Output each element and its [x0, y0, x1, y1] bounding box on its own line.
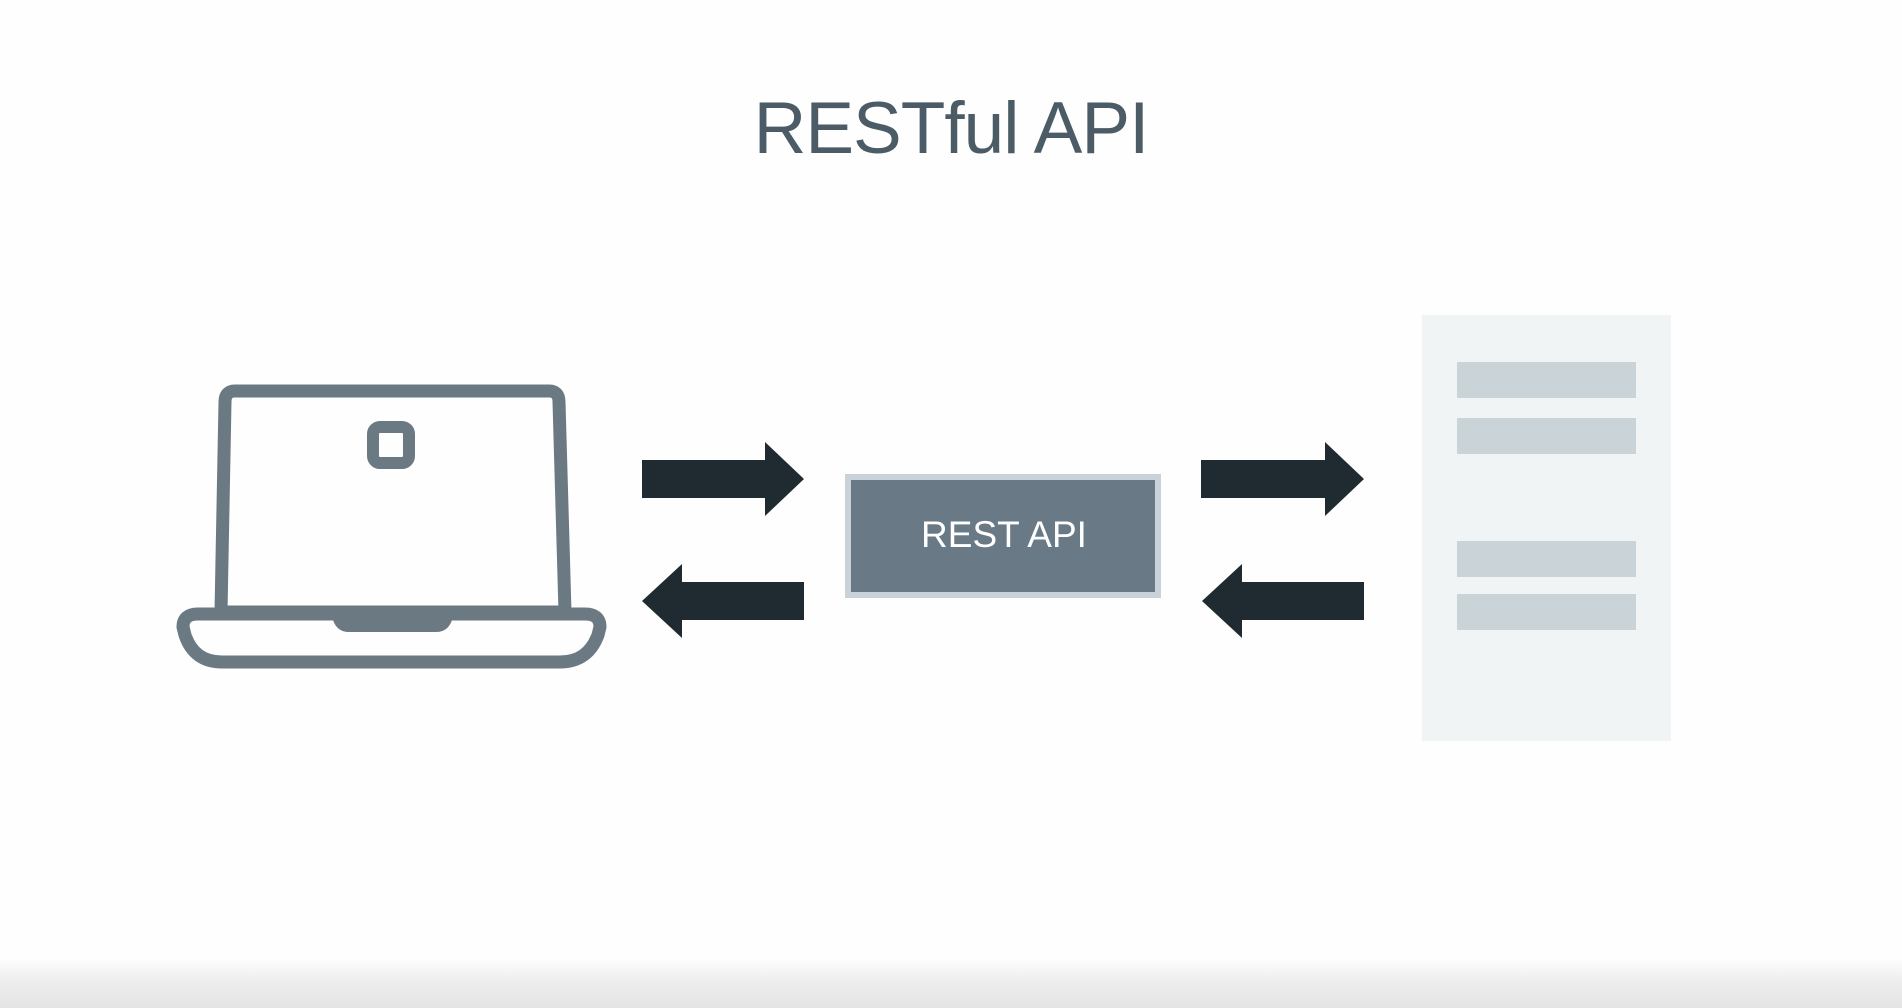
document-line [1457, 362, 1636, 398]
laptop-camera [367, 421, 415, 469]
document-line [1457, 594, 1636, 630]
rest-api-label: REST API [921, 514, 1087, 555]
laptop-base [176, 607, 607, 669]
slide-title: RESTful API [753, 88, 1150, 169]
laptop-icon [176, 384, 607, 669]
document-icon [1422, 315, 1671, 741]
arrow-right-request-icon [642, 442, 804, 516]
arrow-right-forward-icon [1201, 442, 1364, 516]
arrow-left-return-icon [1202, 564, 1364, 638]
rest-api-box [845, 474, 1161, 598]
document-line [1457, 418, 1636, 454]
document-line [1457, 541, 1636, 577]
arrow-left-response-icon [642, 564, 804, 638]
bottom-shadow-band [0, 958, 1902, 1008]
laptop-trackpad-notch [333, 620, 452, 632]
